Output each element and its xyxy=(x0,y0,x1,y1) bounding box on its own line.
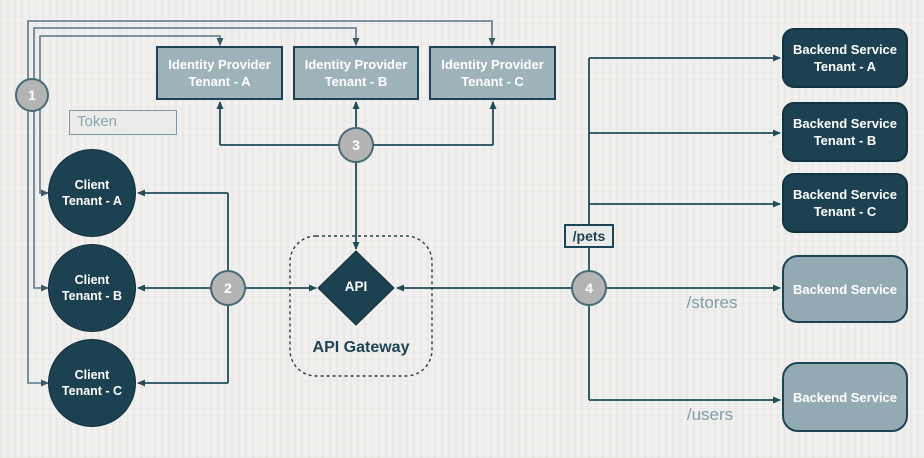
idp-tenant-b-node: Identity Provider Tenant - B xyxy=(293,46,419,100)
token-label: Token xyxy=(69,110,177,135)
client-tenant-a-title: Client xyxy=(74,178,110,192)
backend-tenant-c-title: Backend Service xyxy=(792,187,898,202)
backend-tenant-a-subtitle: Tenant - A xyxy=(813,59,877,74)
client-tenant-a-subtitle: Tenant - A xyxy=(62,194,122,208)
step-1-number: 1 xyxy=(28,87,36,103)
backend-tenant-c-subtitle: Tenant - C xyxy=(813,204,877,219)
step-3-badge: 3 xyxy=(338,127,374,163)
gateway-idp-connectors xyxy=(216,101,497,250)
users-route-label: /users xyxy=(686,405,734,424)
step-4-badge: 4 xyxy=(571,270,607,306)
idp-tenant-b-title: Identity Provider xyxy=(304,57,408,72)
step-3-number: 3 xyxy=(352,137,360,153)
client-tenant-b-node: Client Tenant - B xyxy=(48,244,136,332)
backend-service-tenant-b-node: Backend Service Tenant - B xyxy=(782,102,908,162)
idp-tenant-a-node: Identity Provider Tenant - A xyxy=(156,46,283,100)
backend-service-users-title: Backend Service xyxy=(792,389,898,405)
idp-tenant-c-node: Identity Provider Tenant - C xyxy=(429,46,556,100)
idp-tenant-c-title: Identity Provider xyxy=(441,57,544,72)
client-tenant-b-title: Client xyxy=(74,273,110,287)
idp-tenant-a-title: Identity Provider xyxy=(168,57,271,72)
idp-tenant-b-subtitle: Tenant - B xyxy=(324,74,388,89)
api-gateway-boundary xyxy=(289,235,433,377)
client-tenant-c-title: Client xyxy=(74,368,110,382)
idp-tenant-c-subtitle: Tenant - C xyxy=(461,74,524,89)
api-diamond-label: API xyxy=(344,279,368,294)
backend-service-stores-node: Backend Service xyxy=(782,255,908,323)
api-gateway-caption: API Gateway xyxy=(312,339,410,356)
backend-service-users-node: Backend Service xyxy=(782,362,908,432)
client-tenant-c-node: Client Tenant - C xyxy=(48,339,136,427)
backend-tenant-b-subtitle: Tenant - B xyxy=(813,133,877,148)
pets-route-label: /pets xyxy=(564,224,614,248)
backend-service-tenant-a-node: Backend Service Tenant - A xyxy=(782,28,908,88)
backend-service-stores-title: Backend Service xyxy=(792,281,898,297)
backend-service-tenant-c-node: Backend Service Tenant - C xyxy=(782,173,908,233)
backend-tenant-a-title: Backend Service xyxy=(792,42,898,57)
backend-tenant-b-title: Backend Service xyxy=(792,116,898,131)
step-1-badge: 1 xyxy=(15,78,49,112)
stores-route-label: /stores xyxy=(686,293,738,312)
step-4-number: 4 xyxy=(585,280,593,296)
client-idp-connectors xyxy=(27,20,496,387)
step-2-number: 2 xyxy=(224,280,232,296)
api-diamond xyxy=(317,250,395,326)
step-2-badge: 2 xyxy=(210,270,246,306)
client-tenant-c-subtitle: Tenant - C xyxy=(61,384,123,398)
client-tenant-a-node: Client Tenant - A xyxy=(48,149,136,237)
client-tenant-b-subtitle: Tenant - B xyxy=(61,289,123,303)
idp-tenant-a-subtitle: Tenant - A xyxy=(188,74,251,89)
